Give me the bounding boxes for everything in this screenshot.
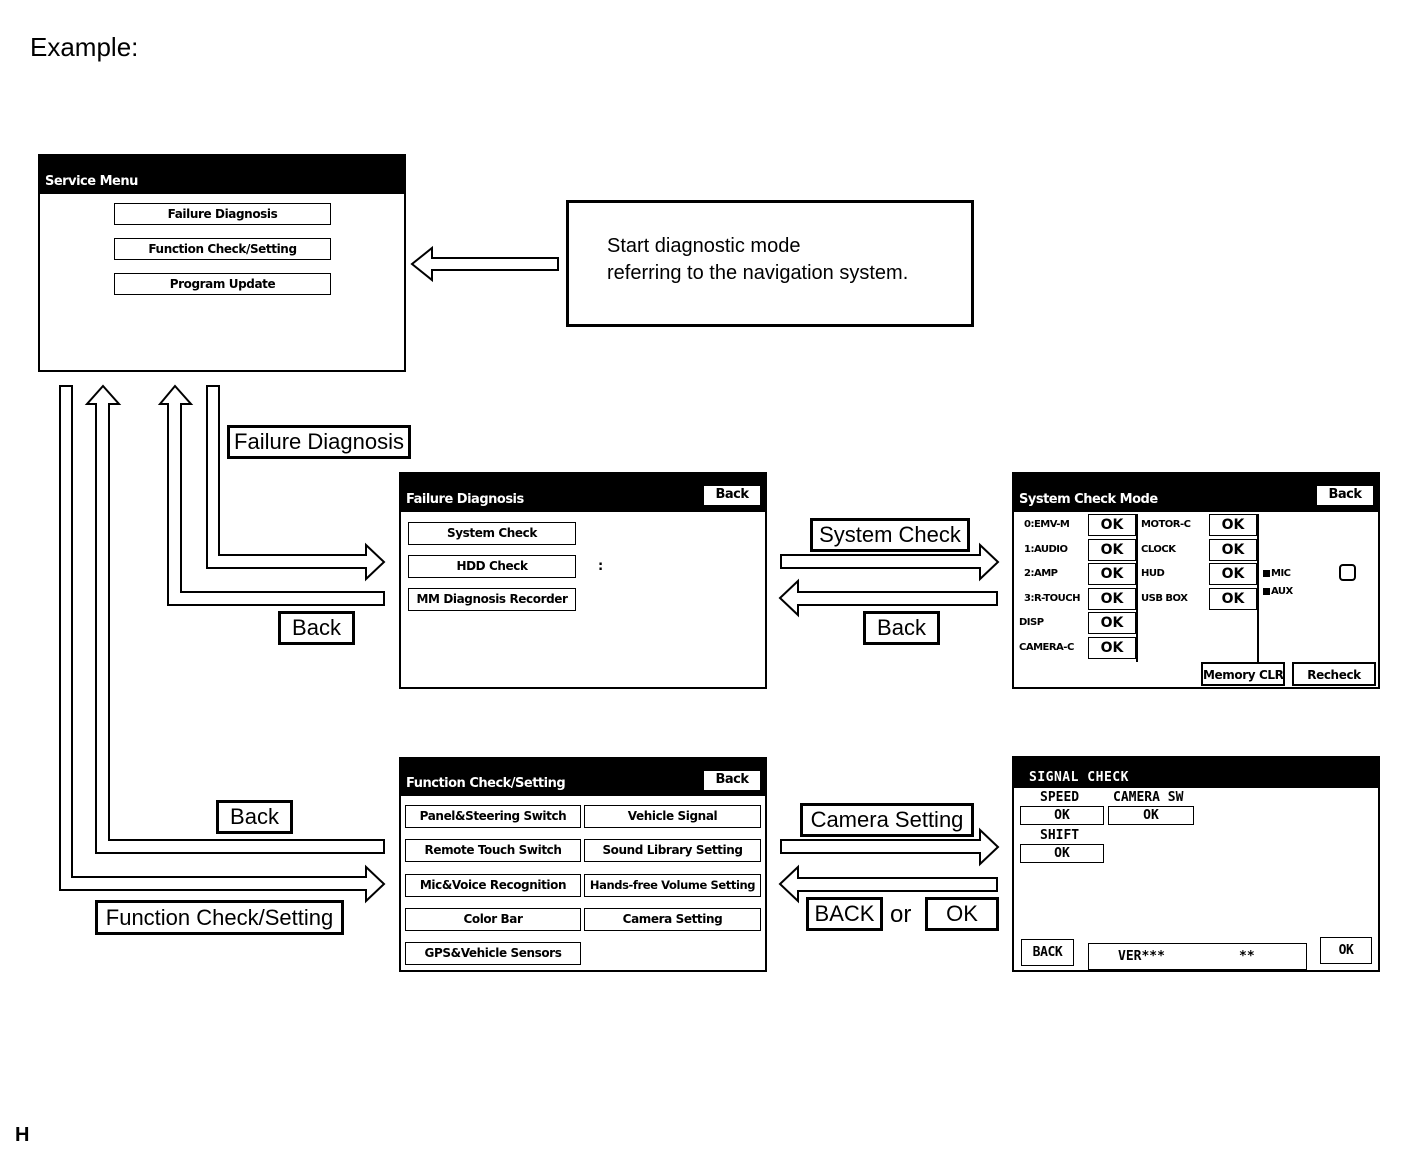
label-function-check-setting: Function Check/Setting	[95, 900, 344, 935]
note-line-2: referring to the navigation system.	[607, 262, 909, 284]
ok-audio: OK	[1088, 539, 1136, 561]
version-label: VER***	[1118, 949, 1165, 964]
label-hud: HUD	[1141, 568, 1165, 579]
arrow-note-to-menu	[410, 245, 559, 283]
system-check-back-button[interactable]: Back	[1316, 485, 1374, 506]
signal-check-back-button[interactable]: BACK	[1021, 939, 1074, 966]
camera-sw-ok: OK	[1108, 806, 1194, 825]
version-display: VER*** **	[1088, 943, 1307, 970]
ok-usb-box: OK	[1209, 588, 1257, 610]
arrow-to-system-check	[780, 542, 1000, 582]
label-emv-m: 0:EMV-M	[1024, 519, 1070, 530]
ok-hud: OK	[1209, 563, 1257, 585]
system-check-title: System Check Mode	[1019, 492, 1158, 507]
figure-code: H	[15, 1124, 30, 1146]
label-aux: AUX	[1271, 586, 1293, 597]
label-camera-setting: Camera Setting	[800, 803, 974, 837]
function-check-back-button[interactable]: Back	[703, 770, 761, 791]
function-check-title: Function Check/Setting	[406, 776, 566, 791]
signal-check-title: SIGNAL CHECK	[1029, 770, 1129, 785]
label-clock: CLOCK	[1141, 544, 1176, 555]
mm-diagnosis-recorder-button[interactable]: MM Diagnosis Recorder	[408, 588, 576, 611]
gps-vehicle-sensors-button[interactable]: GPS&Vehicle Sensors	[405, 942, 581, 965]
hdd-check-button[interactable]: HDD Check	[408, 555, 576, 578]
label-disp: DISP	[1019, 617, 1044, 628]
ok-clock: OK	[1209, 539, 1257, 561]
ok-r-touch: OK	[1088, 588, 1136, 610]
label-r-touch: 3:R-TOUCH	[1024, 593, 1081, 604]
label-motor-c: MOTOR-C	[1141, 519, 1191, 530]
system-check-mode-screen: System Check Mode Back 0:EMV-M 1:AUDIO 2…	[1012, 472, 1380, 689]
arrow-system-check-back	[778, 578, 998, 618]
failure-diagnosis-button[interactable]: Failure Diagnosis	[114, 203, 331, 225]
sound-library-setting-button[interactable]: Sound Library Setting	[584, 839, 761, 862]
signal-check-screen: SIGNAL CHECK SPEED CAMERA SW OK OK SHIFT…	[1012, 756, 1380, 972]
label-usb-box: USB BOX	[1141, 593, 1188, 604]
hdd-check-colon: :	[598, 559, 603, 574]
function-check-titlebar: Function Check/Setting Back	[401, 759, 765, 796]
label-camera-c: CAMERA-C	[1019, 642, 1074, 653]
recheck-button[interactable]: Recheck	[1292, 662, 1376, 686]
shift-ok: OK	[1020, 844, 1104, 863]
failure-diagnosis-titlebar: Failure Diagnosis Back	[401, 474, 765, 512]
remote-touch-switch-button[interactable]: Remote Touch Switch	[405, 839, 581, 862]
status-square-icon	[1339, 564, 1356, 581]
arrow-signal-check-back	[778, 864, 998, 904]
mic-voice-recognition-button[interactable]: Mic&Voice Recognition	[405, 874, 581, 897]
service-menu-screen: Service Menu Failure Diagnosis Function …	[38, 154, 406, 372]
label-failure-diagnosis: Failure Diagnosis	[227, 425, 411, 459]
ok-amp: OK	[1088, 563, 1136, 585]
label-ok-signal: OK	[925, 897, 999, 931]
label-mic: MIC	[1271, 568, 1291, 579]
failure-diagnosis-screen: Failure Diagnosis Back System Check HDD …	[399, 472, 767, 689]
arrow-function-back	[84, 384, 385, 854]
failure-diagnosis-back-button[interactable]: Back	[703, 485, 761, 506]
ok-emv-m: OK	[1088, 514, 1136, 536]
label-back-function: Back	[216, 800, 293, 834]
signal-check-titlebar: SIGNAL CHECK	[1014, 758, 1378, 788]
right-column-divider	[1257, 514, 1259, 662]
note-line-1: Start diagnostic mode	[607, 235, 801, 257]
memory-clr-button[interactable]: Memory CLR	[1201, 662, 1285, 686]
function-check-setting-screen: Function Check/Setting Back Panel&Steeri…	[399, 757, 767, 972]
label-system-check: System Check	[810, 518, 970, 552]
hands-free-volume-setting-button[interactable]: Hands-free Volume Setting	[584, 874, 761, 897]
arrow-failure-back	[157, 384, 385, 606]
mic-indicator-icon	[1263, 570, 1270, 577]
system-check-button[interactable]: System Check	[408, 522, 576, 545]
system-check-titlebar: System Check Mode Back	[1014, 474, 1378, 512]
signal-check-ok-button[interactable]: OK	[1320, 937, 1372, 964]
function-check-setting-button[interactable]: Function Check/Setting	[114, 238, 331, 260]
program-update-button[interactable]: Program Update	[114, 273, 331, 295]
label-back-signal: BACK	[806, 897, 883, 931]
ok-camera-c: OK	[1088, 637, 1136, 659]
version-suffix: **	[1239, 949, 1255, 964]
label-back-failure: Back	[278, 611, 355, 645]
arrow-to-signal-check	[780, 827, 1000, 867]
label-audio: 1:AUDIO	[1024, 544, 1068, 555]
speed-ok: OK	[1020, 806, 1104, 825]
vehicle-signal-button[interactable]: Vehicle Signal	[584, 805, 761, 828]
label-shift: SHIFT	[1040, 828, 1080, 843]
instruction-note: Start diagnostic mode referring to the n…	[566, 200, 974, 327]
label-amp: 2:AMP	[1024, 568, 1058, 579]
arrow-menu-to-function	[59, 385, 386, 904]
panel-steering-switch-button[interactable]: Panel&Steering Switch	[405, 805, 581, 828]
color-bar-button[interactable]: Color Bar	[405, 908, 581, 931]
example-heading: Example:	[30, 32, 139, 62]
camera-setting-button[interactable]: Camera Setting	[584, 908, 761, 931]
ok-motor-c: OK	[1209, 514, 1257, 536]
label-or: or	[890, 901, 912, 928]
label-speed: SPEED	[1040, 790, 1080, 805]
label-camera-sw: CAMERA SW	[1113, 790, 1184, 805]
service-menu-titlebar: Service Menu	[40, 156, 404, 194]
ok-disp: OK	[1088, 612, 1136, 634]
arrow-menu-to-failure	[206, 385, 386, 582]
service-menu-title: Service Menu	[45, 174, 138, 189]
failure-diagnosis-title: Failure Diagnosis	[406, 492, 524, 507]
label-back-system-check: Back	[863, 611, 940, 645]
aux-indicator-icon	[1263, 588, 1270, 595]
left-column-divider	[1136, 514, 1138, 662]
